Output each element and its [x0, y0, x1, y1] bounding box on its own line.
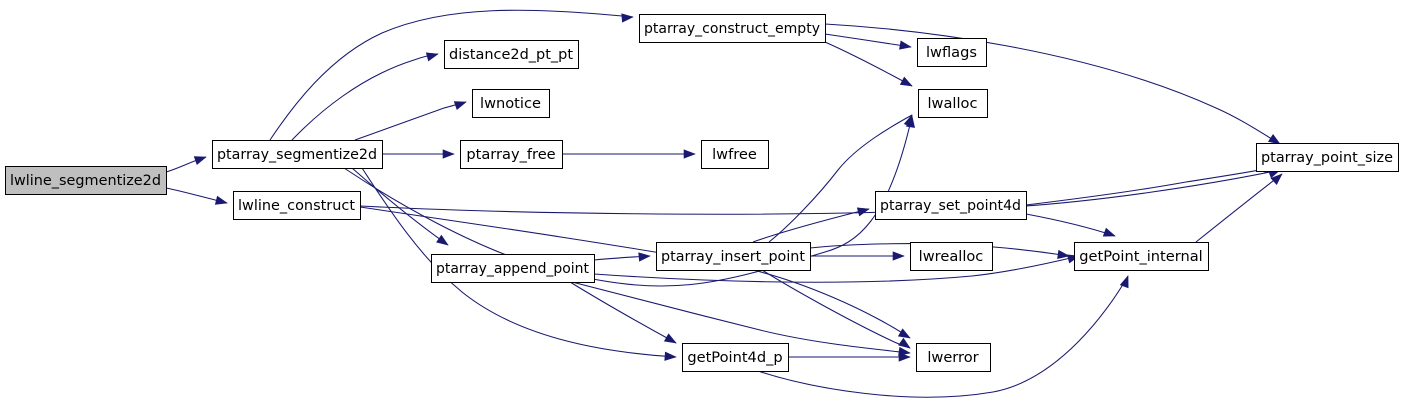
node-ptarray_insert_point[interactable]: ptarray_insert_point [656, 242, 811, 271]
edge-ptarray_set_point4d-to-ptarray_point_size [1025, 166, 1276, 206]
arrowhead-to-ptarray_point_size [1270, 173, 1283, 186]
node-lwline_construct[interactable]: lwline_construct [233, 191, 361, 220]
arrowhead-to-lwnotice [453, 101, 467, 111]
node-label-ptarray_segmentize2d: ptarray_segmentize2d [217, 146, 377, 163]
node-label-ptarray_point_size: ptarray_point_size [1261, 149, 1393, 166]
node-lwfree[interactable]: lwfree [701, 140, 769, 169]
node-box-ptarray_free[interactable] [460, 140, 563, 169]
node-label-distance2d_pt_pt: distance2d_pt_pt [449, 46, 573, 63]
edge-ptarray_append_point-to-getPoint_internal [593, 255, 1080, 283]
arrowhead-to-distance2d_pt_pt [425, 52, 439, 62]
node-box-lwline_construct[interactable] [233, 191, 361, 220]
edge-ptarray_append_point-to-getPoint4d_p [569, 281, 677, 344]
edge-getPoint_internal-to-ptarray_point_size [1195, 173, 1283, 243]
node-getPoint4d_p[interactable]: getPoint4d_p [682, 343, 789, 372]
arrowhead-to-getPoint4d_p [664, 351, 677, 361]
node-box-lwalloc[interactable] [918, 89, 988, 118]
arrowhead-to-getPoint_internal [1119, 275, 1129, 289]
node-box-ptarray_append_point[interactable] [431, 254, 595, 283]
node-ptarray_append_point[interactable]: ptarray_append_point [431, 254, 595, 283]
node-box-ptarray_segmentize2d[interactable] [212, 140, 383, 169]
node-lwnotice[interactable]: lwnotice [472, 89, 550, 118]
edge-ptarray_append_point-to-lwerror [571, 281, 911, 354]
edge-ptarray_insert_point-to-ptarray_set_point4d [752, 208, 870, 243]
node-lwerror[interactable]: lwerror [916, 343, 991, 372]
node-ptarray_construct_empty[interactable]: ptarray_construct_empty [639, 14, 826, 43]
node-box-lwerror[interactable] [916, 343, 991, 372]
node-label-lwfree: lwfree [712, 146, 757, 163]
node-ptarray_segmentize2d[interactable]: ptarray_segmentize2d [212, 140, 383, 169]
edge-ptarray_segmentize2d-to-distance2d_pt_pt [291, 53, 439, 141]
node-box-lwfree[interactable] [701, 140, 769, 169]
edge-ptarray_construct_empty-to-lwflags [824, 33, 912, 48]
node-box-ptarray_point_size[interactable] [1256, 143, 1399, 172]
edge-ptarray_segmentize2d-to-lwnotice [354, 101, 467, 141]
arrowhead-to-ptarray_segmentize2d [193, 156, 207, 166]
arrowhead-to-lwerror [898, 352, 911, 362]
nodes-layer: lwline_segmentize2dptarray_segmentize2dl… [5, 14, 1399, 372]
arrowhead-to-ptarray_free [442, 149, 455, 159]
node-label-ptarray_append_point: ptarray_append_point [436, 260, 589, 277]
node-box-getPoint_internal[interactable] [1074, 242, 1209, 271]
node-label-lwrealloc: lwrealloc [919, 248, 984, 265]
node-box-ptarray_construct_empty[interactable] [639, 14, 826, 43]
node-box-ptarray_insert_point[interactable] [656, 242, 811, 271]
edge-ptarray_segmentize2d-to-lwalloc [343, 115, 913, 287]
edge-ptarray_insert_point-to-lwalloc [768, 114, 913, 243]
edge-ptarray_segmentize2d-to-ptarray_append_point [351, 167, 449, 246]
node-ptarray_set_point4d[interactable]: ptarray_set_point4d [875, 191, 1027, 220]
arrowhead-to-lwrealloc [892, 251, 905, 261]
arrowhead-to-lwline_construct [214, 195, 228, 205]
arrowhead-to-lwalloc [899, 76, 913, 87]
node-label-ptarray_free: ptarray_free [466, 146, 555, 163]
node-box-getPoint4d_p[interactable] [682, 343, 789, 372]
node-label-getPoint4d_p: getPoint4d_p [687, 349, 782, 366]
node-lwflags[interactable]: lwflags [917, 38, 987, 67]
node-box-lwrealloc[interactable] [910, 242, 993, 271]
node-box-lwflags[interactable] [917, 38, 987, 67]
node-distance2d_pt_pt[interactable]: distance2d_pt_pt [444, 40, 579, 69]
node-getPoint_internal[interactable]: getPoint_internal [1074, 242, 1209, 271]
node-box-distance2d_pt_pt[interactable] [444, 40, 579, 69]
node-box-lwline_segmentize2d[interactable] [5, 166, 167, 195]
arrowhead-to-lwerror [897, 328, 911, 339]
arrowhead-to-getPoint4d_p [663, 333, 677, 344]
arrowhead-to-ptarray_insert_point [638, 252, 651, 262]
arrowhead-to-ptarray_append_point [436, 234, 449, 246]
node-label-lwline_construct: lwline_construct [238, 197, 355, 214]
arrowheads-layer [193, 13, 1283, 362]
node-label-ptarray_set_point4d: ptarray_set_point4d [880, 197, 1021, 214]
node-label-lwline_segmentize2d: lwline_segmentize2d [10, 172, 161, 189]
arrowhead-to-getPoint_internal [1102, 227, 1116, 237]
node-label-ptarray_insert_point: ptarray_insert_point [661, 248, 805, 265]
edge-ptarray_segmentize2d-to-getPoint4d_p [361, 167, 677, 358]
node-ptarray_free[interactable]: ptarray_free [460, 140, 563, 169]
node-label-lwerror: lwerror [927, 349, 978, 366]
edge-ptarray_set_point4d-to-getPoint_internal [1025, 213, 1116, 237]
edge-ptarray_construct_empty-to-ptarray_point_size [824, 23, 1281, 145]
arrowhead-to-ptarray_point_size [1267, 133, 1281, 145]
node-lwline_segmentize2d[interactable]: lwline_segmentize2d [5, 166, 167, 195]
node-box-ptarray_set_point4d[interactable] [875, 191, 1027, 220]
node-label-getPoint_internal: getPoint_internal [1079, 248, 1203, 265]
node-label-lwnotice: lwnotice [480, 95, 541, 112]
node-box-lwnotice[interactable] [472, 89, 550, 118]
node-label-ptarray_construct_empty: ptarray_construct_empty [644, 20, 820, 37]
edge-getPoint4d_p-to-getPoint_internal [757, 275, 1129, 398]
node-ptarray_point_size[interactable]: ptarray_point_size [1256, 143, 1399, 172]
node-label-lwflags: lwflags [926, 44, 977, 61]
edge-ptarray_construct_empty-to-lwalloc [824, 41, 913, 87]
arrowhead-to-lwerror [898, 337, 911, 349]
edge-ptarray_segmentize2d-to-ptarray_construct_empty [269, 9, 634, 141]
arrowhead-to-lwalloc [903, 114, 913, 128]
arrowhead-to-getPoint_internal [1057, 249, 1070, 260]
arrowhead-to-lwfree [683, 149, 696, 159]
node-lwrealloc[interactable]: lwrealloc [910, 242, 993, 271]
arrowhead-to-lwflags [899, 40, 912, 50]
arrowhead-to-ptarray_construct_empty [621, 13, 634, 23]
node-lwalloc[interactable]: lwalloc [918, 89, 988, 118]
arrowhead-to-ptarray_set_point4d [856, 207, 870, 217]
node-label-lwalloc: lwalloc [928, 95, 978, 112]
